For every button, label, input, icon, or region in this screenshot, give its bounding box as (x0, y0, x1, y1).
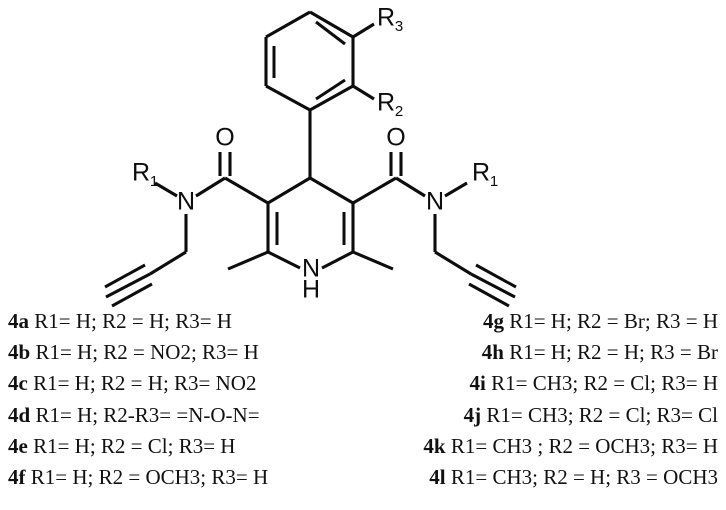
legend-item-4f: 4f R1= H; R2 = OCH3; R3= H (8, 462, 368, 493)
legend-item-4b: 4b R1= H; R2 = NO2; R3= H (8, 337, 368, 368)
label-aryl-r2: R 2 (377, 89, 403, 120)
aryl-double-topright (315, 20, 346, 46)
bond-n-right-to-r1 (444, 181, 468, 198)
legend-key-4j: 4j (463, 402, 482, 427)
legend-key-4d: 4d (8, 402, 31, 427)
terminal-alkyne-right (468, 263, 517, 308)
legend-column-left: 4a R1= H; R2 = H; R3= H 4b R1= H; R2 = N… (8, 306, 368, 493)
legend-key-4g: 4g (482, 309, 504, 333)
left-carboxamide-arm: O N R 1 (104, 124, 269, 308)
aryl-bond-botleft-bottom (265, 84, 311, 112)
legend-item-4a: 4a R1= H; R2 = H; R3= H (8, 306, 368, 337)
aryl-r3-subscript: 3 (395, 18, 403, 35)
dihydropyridine-ring (266, 176, 355, 270)
aryl-bond-topright-top (309, 10, 354, 39)
bond-ch2-to-alkyne-left (149, 250, 187, 276)
ring-nitrogen-label: N (302, 255, 320, 283)
aryl-benzene-ring (264, 10, 355, 112)
right-carboxamide-arm: O N R 1 (352, 124, 517, 308)
bond-carbonyl-right-to-n (395, 176, 426, 198)
legend-text-4g: R1= H; R2 = Br; R3 = H (509, 309, 718, 333)
legend-key-4i: 4i (469, 371, 486, 396)
bond-c5-to-carbonyl-right (352, 176, 397, 205)
legend-key-4e: 4e (8, 433, 28, 458)
bond-c2-methyl (227, 250, 269, 271)
legend-item-4k: 4k R1= CH3 ; R2 = OCH3; R3= H (382, 431, 722, 462)
legend-text-4i: R1= CH3; R2 = Cl; R3= H (491, 371, 718, 396)
legend-item-4j: 4j R1= CH3; R2 = Cl; R3= Cl (382, 400, 722, 431)
legend-item-4c: 4c R1= H; R2 = H; R3= NO2 (8, 368, 368, 399)
carbonyl-oxygen-left-label: O (215, 124, 234, 152)
label-aryl-r3: R 3 (377, 4, 403, 35)
label-amide-r1-left: R 1 (132, 159, 158, 190)
label-amide-r1-right: R 1 (472, 159, 498, 190)
legend-key-4c: 4c (8, 371, 28, 396)
legend-key-4f: 4f (8, 464, 26, 489)
label-ring-nh: N H (302, 255, 320, 304)
aryl-r2-subscript: 2 (395, 103, 403, 120)
legend-item-4g: 4g R1= H; R2 = Br; R3 = H (382, 306, 722, 337)
amide-nitrogen-left-label: N (177, 188, 195, 216)
alkyne-left-line-3 (111, 282, 153, 308)
legend-text-4l: R1= CH3; R2 = H; R3 = OCH3 (450, 464, 718, 489)
legend-key-4k: 4k (423, 433, 446, 458)
dhp-bond-c5-c4 (309, 176, 354, 205)
legend-item-4l: 4l R1= CH3; R2 = H; R3 = OCH3 (382, 462, 722, 493)
aryl-bond-bottom-botright (309, 84, 354, 112)
legend-key-4a: 4a (8, 309, 29, 333)
legend-item-4i: 4i R1= CH3; R2 = Cl; R3= H (382, 368, 722, 399)
legend-text-4c: R1= H; R2 = H; R3= NO2 (33, 371, 257, 396)
dhp-bond-c4-c3 (267, 176, 311, 205)
legend-text-4k: R1= CH3 ; R2 = OCH3; R3= H (450, 433, 718, 458)
dhp-bond-n1-c6 (321, 250, 354, 270)
ring-nh-hydrogen-label: H (302, 276, 320, 304)
amide-r1-right-base: R (472, 159, 490, 187)
aryl-r3-base: R (377, 4, 395, 32)
aryl-double-botright (315, 78, 346, 101)
bond-carbonyl-left-to-n (195, 176, 226, 198)
legend-text-4b: R1= H; R2 = NO2; R3= H (35, 340, 259, 365)
legend-text-4d: R1= H; R2-R3= =N-O-N= (35, 402, 260, 427)
bond-aryl-to-r3 (352, 22, 375, 39)
amide-nitrogen-right-label: N (426, 188, 444, 216)
aryl-r2-base: R (377, 89, 395, 117)
legend-item-4h: 4h R1= H; R2 = H; R3 = Br (382, 337, 722, 368)
amide-r1-left-base: R (132, 159, 150, 187)
alkyne-right-line-3 (468, 282, 510, 308)
molecule-structure-drawing: R 3 R 2 N H (104, 4, 517, 308)
legend-item-4e: 4e R1= H; R2 = Cl; R3= H (8, 431, 368, 462)
legend-text-4a: R1= H; R2 = H; R3= H (34, 309, 232, 333)
carbonyl-oxygen-right-label: O (386, 124, 405, 152)
alkyne-left-line-2 (104, 263, 146, 289)
legend-column-right: 4g R1= H; R2 = Br; R3 = H 4h R1= H; R2 =… (382, 306, 722, 493)
legend-text-4f: R1= H; R2 = OCH3; R3= H (30, 464, 269, 489)
substituent-legend: 4a R1= H; R2 = H; R3= H 4b R1= H; R2 = N… (0, 306, 726, 510)
legend-item-4d: 4d R1= H; R2-R3= =N-O-N= (8, 400, 368, 431)
bond-aryl-to-r2 (352, 84, 375, 101)
amide-r1-right-subscript: 1 (490, 173, 498, 190)
legend-key-4h: 4h (481, 340, 504, 365)
legend-text-4e: R1= H; R2 = Cl; R3= H (33, 433, 236, 458)
alkyne-right-line-1 (470, 272, 516, 299)
alkyne-right-line-2 (475, 263, 517, 289)
legend-key-4l: 4l (429, 464, 446, 489)
bond-c3-to-carbonyl-left (224, 176, 269, 205)
bond-n-left-to-r1 (154, 181, 178, 198)
legend-text-4j: R1= CH3; R2 = Cl; R3= Cl (486, 402, 718, 427)
legend-text-4h: R1= H; R2 = H; R3 = Br (509, 340, 718, 365)
aryl-bond-top-topleft (265, 10, 311, 39)
terminal-alkyne-left (104, 263, 153, 308)
bond-c6-methyl (352, 250, 394, 271)
legend-key-4b: 4b (8, 340, 31, 365)
alkyne-left-line-1 (105, 272, 151, 299)
dhp-bond-c2-n1 (267, 250, 301, 270)
bond-ch2-to-alkyne-right (434, 250, 472, 276)
amide-r1-left-subscript: 1 (150, 173, 158, 190)
